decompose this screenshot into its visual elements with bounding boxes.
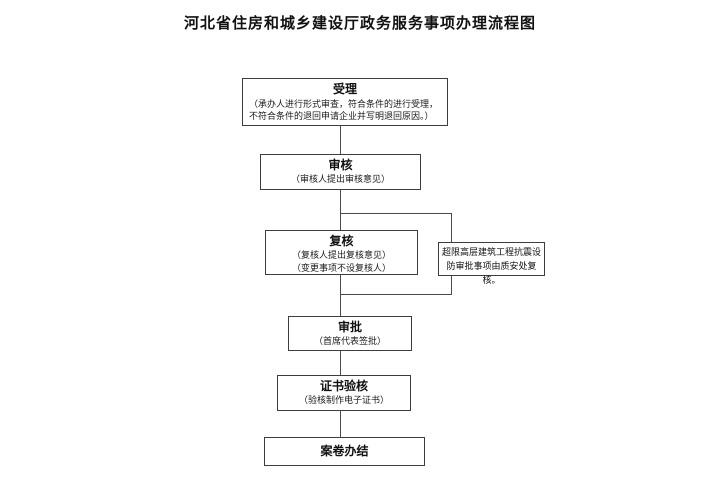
node-recheck: 复核 （复核人提出复核意见） （变更事项不设复核人） <box>265 230 418 275</box>
node-accept-desc: （承办人进行形式审查，符合条件的进行受理，不符合条件的退回申请企业并写明退回原因… <box>249 99 439 121</box>
node-certificate: 证书验核 （验核制作电子证书） <box>277 375 411 411</box>
node-side-note-text: 超限高层建筑工程抗震设防审批事项由质安处复核。 <box>442 247 542 285</box>
node-review-title: 审核 <box>328 158 353 172</box>
connector-return-horizontal <box>340 294 452 295</box>
node-approve-title: 审批 <box>337 320 362 334</box>
node-accept: 受理 （承办人进行形式审查，符合条件的进行受理，不符合条件的退回申请企业并写明退… <box>242 78 448 126</box>
node-side-note: 超限高层建筑工程抗震设防审批事项由质安处复核。 <box>438 242 545 285</box>
node-approve-desc: （首席代表签批） <box>313 336 386 346</box>
connector-certificate-close <box>340 411 341 437</box>
node-accept-title: 受理 <box>332 82 357 96</box>
node-review-desc: （审核人提出审核意见） <box>290 174 390 184</box>
node-recheck-desc-line2: （变更事项不设复核人） <box>291 263 391 273</box>
node-certificate-title: 证书验核 <box>319 379 368 393</box>
node-close-case: 案卷办结 <box>264 437 425 466</box>
node-review: 审核 （审核人提出审核意见） <box>260 154 421 190</box>
node-recheck-title: 复核 <box>329 234 354 248</box>
connector-review-recheck <box>340 190 341 230</box>
connector-approve-certificate <box>340 351 341 375</box>
node-approve: 审批 （首席代表签批） <box>288 316 412 351</box>
connector-accept-review <box>340 126 341 154</box>
connector-return-vertical <box>451 276 452 295</box>
node-recheck-desc-line1: （复核人提出复核意见） <box>291 250 391 260</box>
connector-branch-horizontal <box>340 213 452 214</box>
node-certificate-desc: （验核制作电子证书） <box>298 395 389 405</box>
node-close-case-title: 案卷办结 <box>320 444 369 458</box>
connector-branch-vertical <box>451 213 452 243</box>
connector-recheck-approve <box>340 275 341 316</box>
page-title: 河北省住房和城乡建设厅政务服务事项办理流程图 <box>183 16 536 32</box>
